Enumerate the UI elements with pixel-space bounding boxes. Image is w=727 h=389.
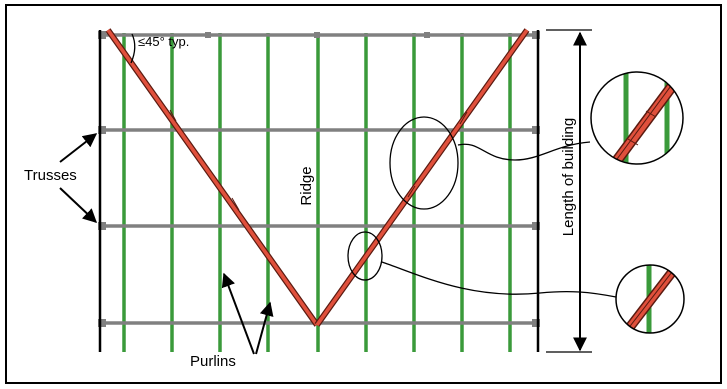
trusses-arrow-upper bbox=[59, 133, 98, 163]
callout-ellipse-upper bbox=[389, 116, 459, 210]
length-label: Length of building bbox=[560, 118, 577, 236]
purlins-arrow-right bbox=[255, 301, 274, 355]
callout-leader-lower bbox=[381, 261, 617, 298]
callout-ellipse-lower bbox=[347, 231, 383, 281]
diagonal-braces bbox=[105, 28, 530, 327]
trusses-arrow-lower bbox=[59, 187, 98, 223]
purlins-group bbox=[122, 33, 512, 352]
angle-label: ≤45° typ. bbox=[138, 34, 189, 49]
angle-arc bbox=[130, 33, 136, 64]
ridge-label: Ridge bbox=[298, 166, 315, 205]
purlins-arrow-left bbox=[221, 272, 255, 355]
trusses-label: Trusses bbox=[24, 167, 77, 184]
figure-border bbox=[5, 4, 722, 384]
callout-leader-upper bbox=[457, 141, 591, 161]
detail-lower bbox=[615, 264, 685, 334]
detail-upper bbox=[590, 71, 684, 165]
truss-bearings bbox=[98, 31, 540, 327]
purlins-label: Purlins bbox=[190, 353, 236, 370]
